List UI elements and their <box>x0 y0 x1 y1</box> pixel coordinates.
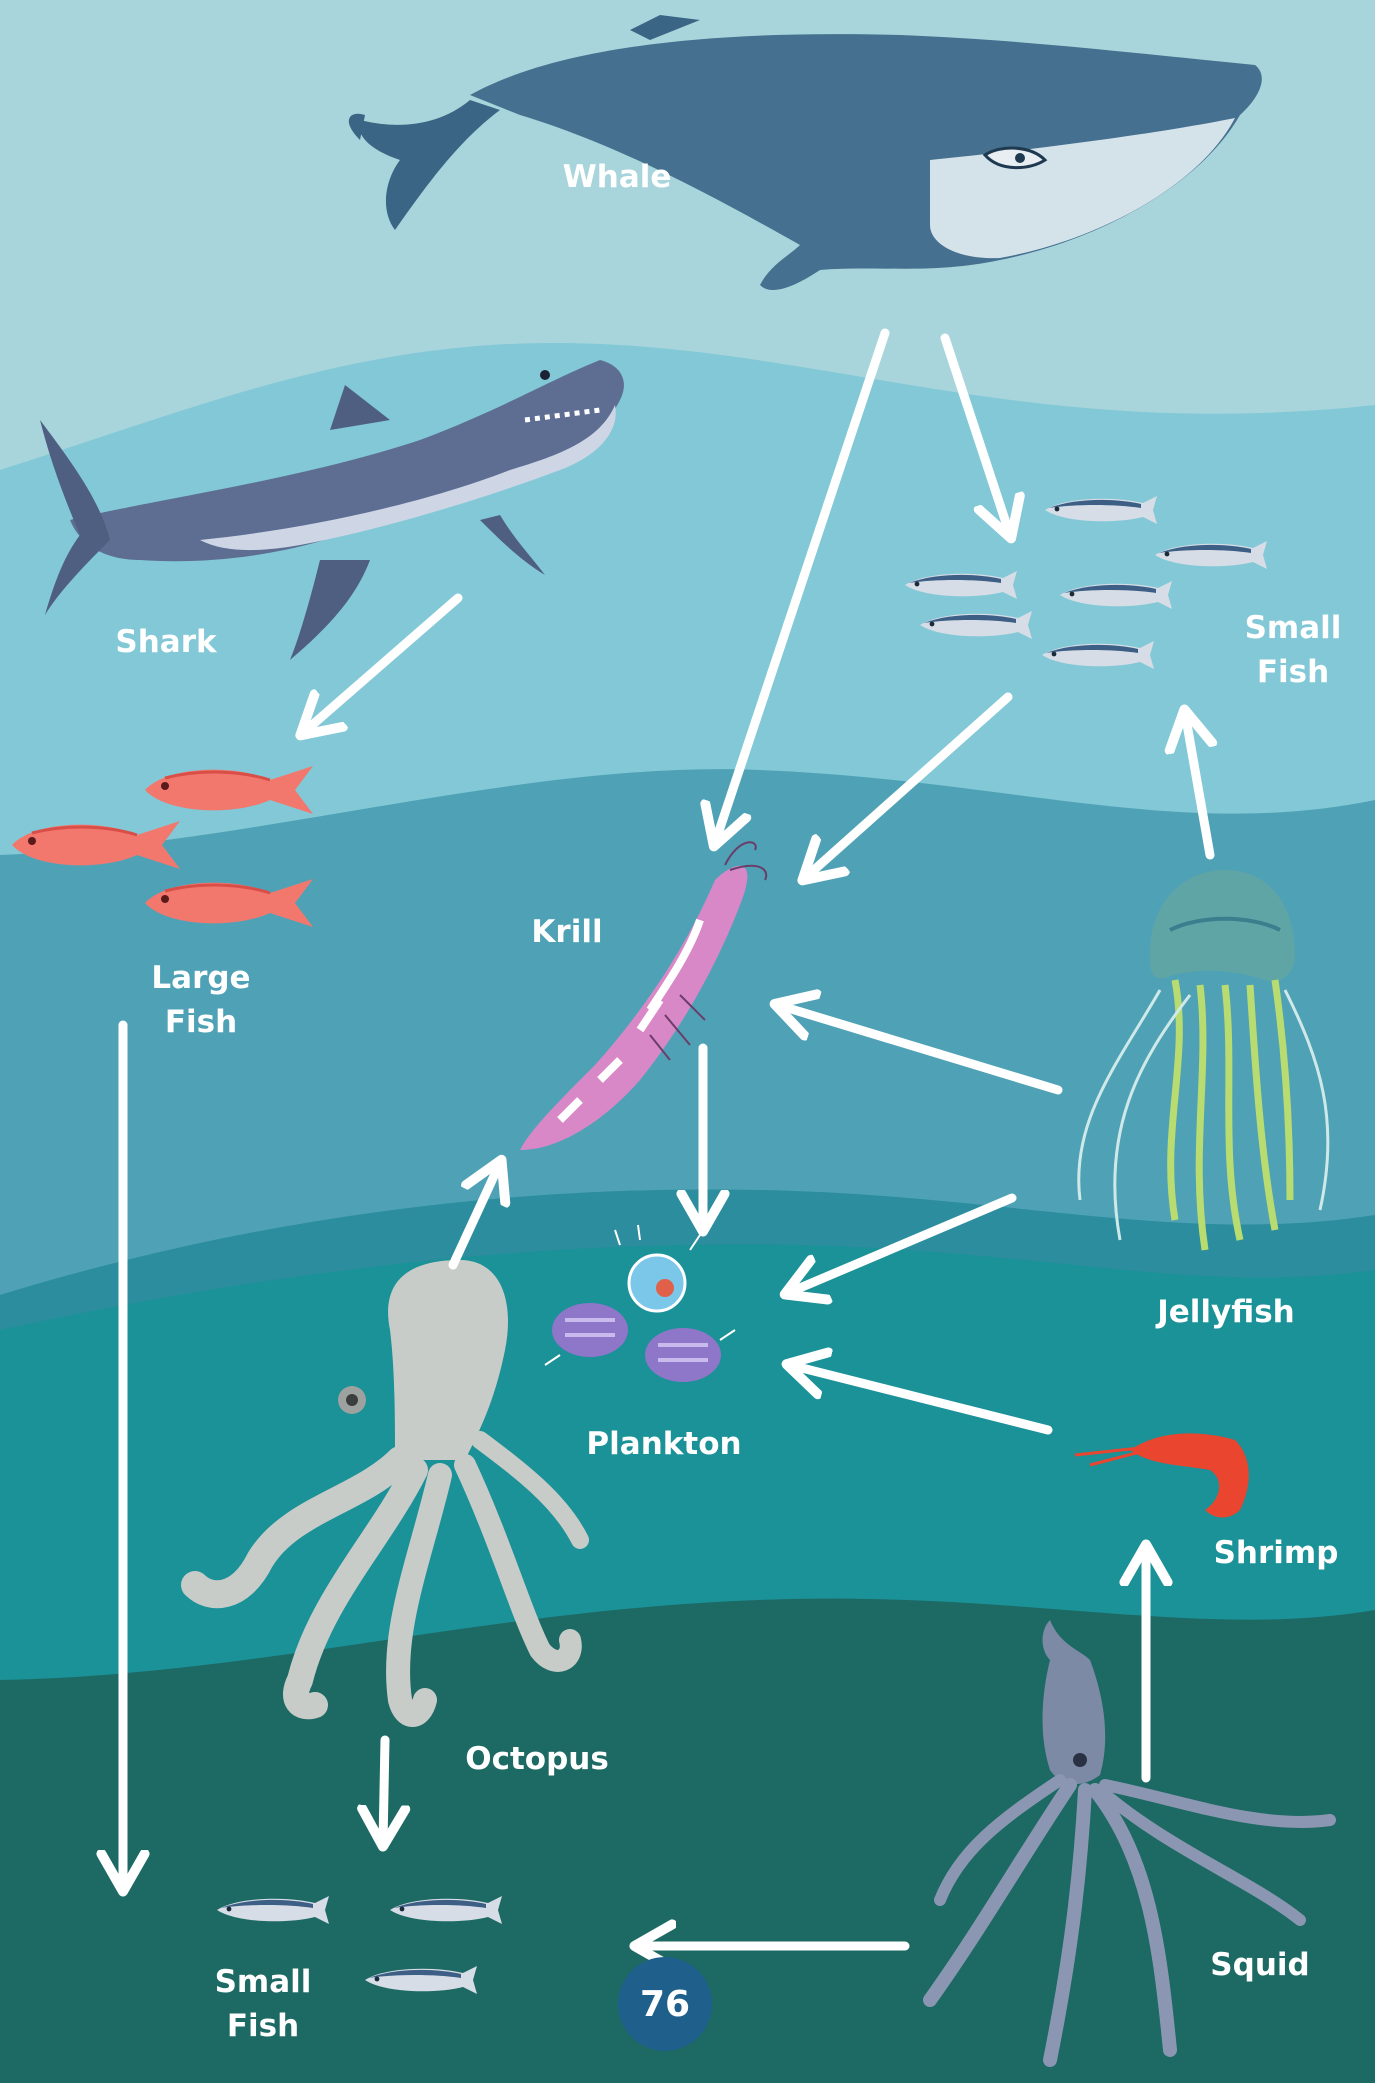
arrow-small-fish-to-krill <box>805 697 1008 878</box>
arrow-shark-to-large-fish <box>303 598 458 733</box>
octopus-label: Octopus <box>465 1737 609 1781</box>
label-plankton: Plankton <box>586 1422 741 1466</box>
whale-label: Whale <box>563 155 672 199</box>
small-fish-top-line1: Small <box>1245 606 1342 650</box>
label-small-fish-bottom: Small Fish <box>215 1960 312 2048</box>
arrow-jellyfish-to-krill <box>778 1005 1058 1090</box>
plankton-label: Plankton <box>586 1422 741 1466</box>
small-fish-top-line2: Fish <box>1245 650 1342 694</box>
small-fish-bottom-line2: Fish <box>215 2004 312 2048</box>
label-shark: Shark <box>115 620 216 664</box>
arrow-octopus-to-small-fish <box>383 1740 385 1843</box>
arrow-shrimp-to-plankton <box>790 1365 1048 1430</box>
label-octopus: Octopus <box>465 1737 609 1781</box>
label-jellyfish: Jellyfish <box>1157 1290 1295 1334</box>
jellyfish-label: Jellyfish <box>1157 1290 1295 1334</box>
arrow-whale-to-krill <box>715 333 885 843</box>
shrimp-label: Shrimp <box>1214 1531 1339 1575</box>
squid-label: Squid <box>1210 1943 1309 1987</box>
page-number: 76 <box>640 1984 690 2025</box>
label-whale: Whale <box>563 155 672 199</box>
label-large-fish: Large Fish <box>151 956 250 1044</box>
arrow-jellyfish-to-plankton <box>788 1198 1012 1293</box>
label-squid: Squid <box>1210 1943 1309 1987</box>
small-fish-bottom-line1: Small <box>215 1960 312 2004</box>
arrow-whale-to-small-fish <box>945 338 1010 535</box>
label-krill: Krill <box>531 910 602 954</box>
krill-label: Krill <box>531 910 602 954</box>
large-fish-line2: Fish <box>151 1000 250 1044</box>
shark-label: Shark <box>115 620 216 664</box>
label-small-fish-top: Small Fish <box>1245 606 1342 694</box>
arrow-octopus-to-krill <box>453 1163 500 1265</box>
label-shrimp: Shrimp <box>1214 1531 1339 1575</box>
large-fish-line1: Large <box>151 956 250 1000</box>
arrow-jellyfish-to-small-fish <box>1185 713 1210 855</box>
page-number-badge: 76 <box>618 1957 712 2051</box>
